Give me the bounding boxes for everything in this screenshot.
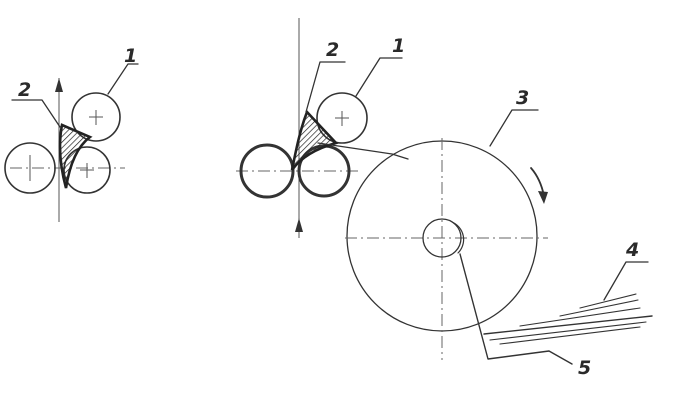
left-leader-2	[11, 99, 61, 128]
left-material-bead	[58, 123, 93, 189]
tray-line-6	[579, 293, 637, 309]
right-leader-2	[305, 61, 346, 113]
left-leader-1	[107, 63, 139, 95]
tray-line-2	[489, 321, 647, 341]
right-label-4: 4	[625, 239, 639, 261]
film-to-drum	[317, 142, 409, 160]
tray-line-3	[499, 326, 641, 345]
left-view: 1 2	[4, 45, 139, 222]
tray-edge-top	[483, 315, 653, 335]
right-upper-roller	[316, 92, 368, 144]
film-tray	[483, 293, 653, 345]
tray-line-5	[559, 299, 639, 317]
right-lower-left-roller	[239, 143, 295, 199]
tray-line-4	[519, 307, 641, 327]
right-label-1: 1	[392, 35, 405, 57]
drum-hub-highlight	[451, 221, 465, 254]
left-axis-arrow-icon	[55, 78, 63, 92]
right-leader-3	[489, 109, 539, 147]
right-label-3: 3	[516, 87, 529, 109]
right-leader-4	[603, 261, 649, 301]
scraper-knife	[459, 253, 573, 365]
right-axis-arrow-icon	[295, 218, 303, 232]
right-label-2: 2	[326, 39, 339, 61]
left-upper-roller	[71, 92, 121, 142]
right-view: 1 2 3 4 5	[236, 18, 653, 379]
right-leader-1	[355, 57, 403, 97]
left-label-2: 2	[18, 79, 31, 101]
right-label-5: 5	[578, 357, 591, 379]
left-label-1: 1	[124, 45, 137, 67]
right-material-bead	[290, 109, 339, 171]
left-lower-left-roller	[4, 142, 56, 194]
drum-hub	[422, 218, 462, 258]
rotation-arrow-head-icon	[538, 191, 548, 204]
